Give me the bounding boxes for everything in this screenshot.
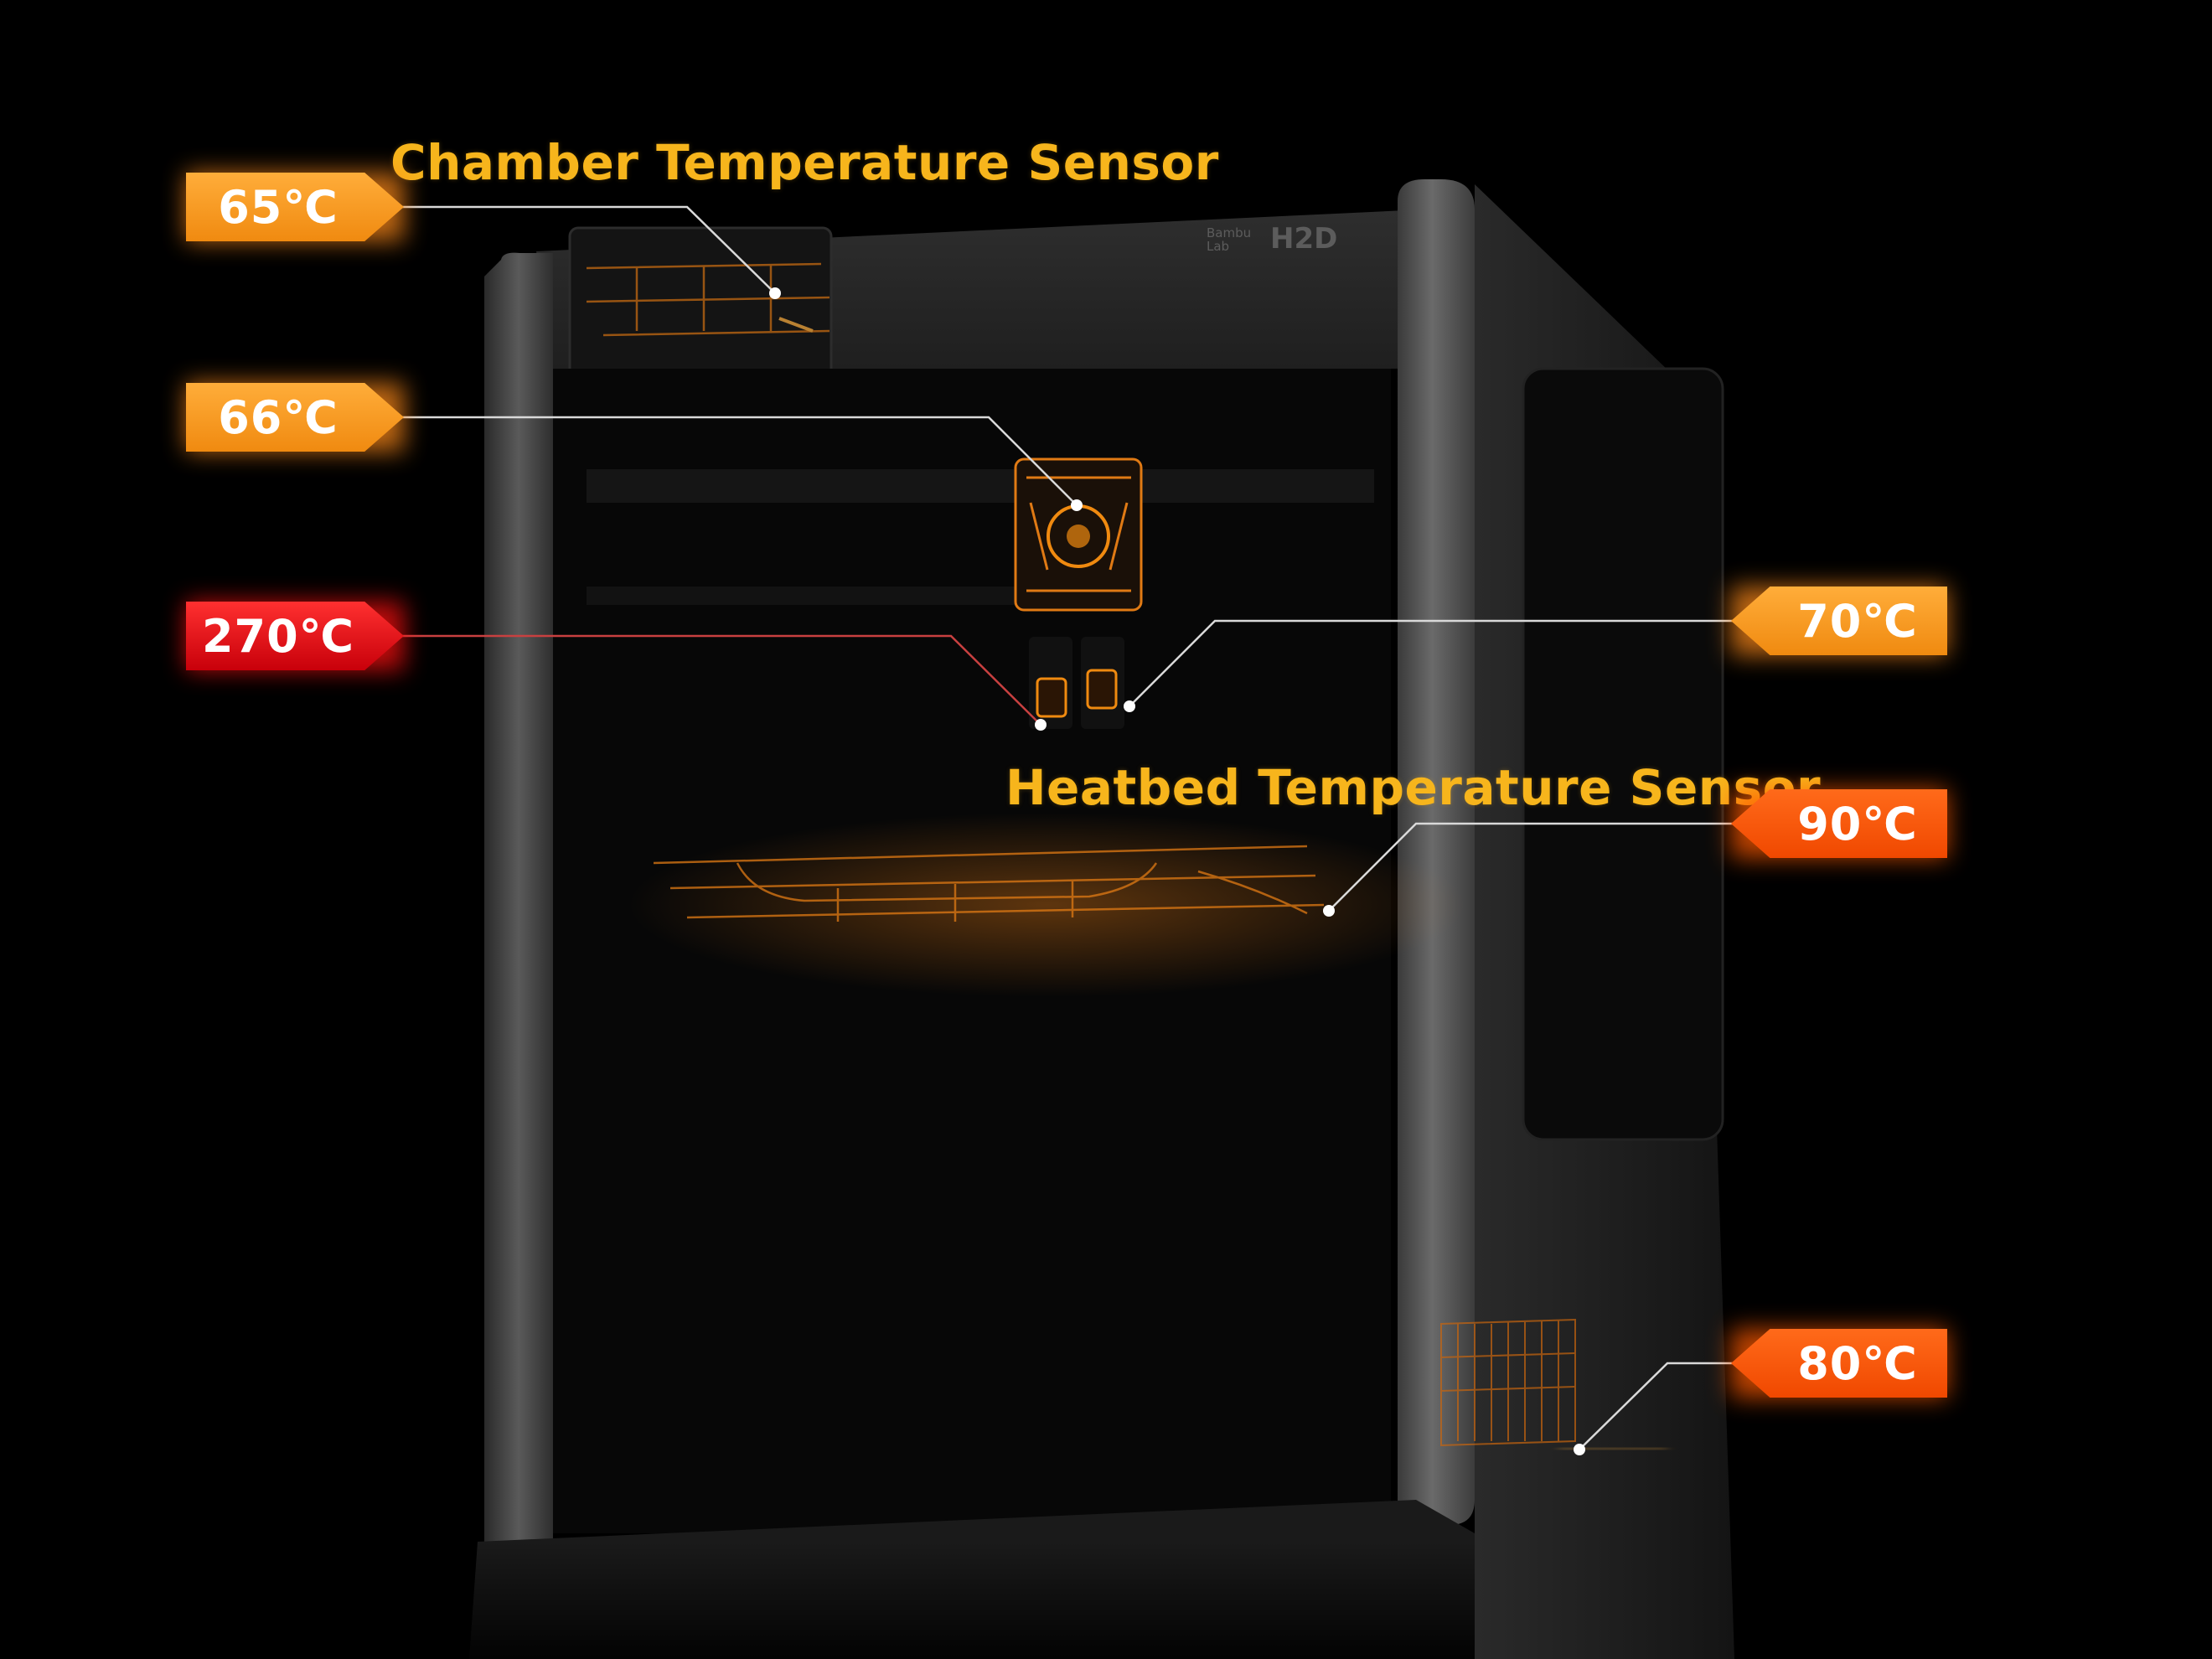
heatbed-sensor-title: Heatbed Temperature Sensor xyxy=(1005,759,1822,816)
left-pillar xyxy=(484,252,553,1543)
temp-tag-nozzle-right: 70℃ xyxy=(1731,587,1947,655)
leader-lines xyxy=(398,205,1733,1450)
side-window xyxy=(1522,367,1724,1141)
sensor-dot xyxy=(1323,905,1335,917)
sensor-dot xyxy=(1035,719,1047,731)
brand-logo: Bambu Lab H2D xyxy=(1207,222,1337,256)
sensor-dot xyxy=(1574,1444,1585,1455)
svg-text:Lab: Lab xyxy=(1207,239,1229,254)
temp-tag-heatbed: 90℃ xyxy=(1731,789,1947,858)
chamber-circuit xyxy=(586,262,830,337)
temp-tag-nozzle-left: 270℃ xyxy=(186,602,404,670)
sensor-dot xyxy=(769,287,781,299)
right-pillar xyxy=(1398,179,1475,1525)
heater-grid xyxy=(1440,1318,1576,1447)
leader-line-80 xyxy=(1579,1362,1733,1450)
sensor-dot xyxy=(1071,499,1083,511)
leader-line-70 xyxy=(1129,619,1733,707)
sensor-dots xyxy=(769,287,1585,1455)
svg-text:H2D: H2D xyxy=(1270,222,1337,256)
temp-tag-toolhead: 66℃ xyxy=(186,383,404,452)
leader-line-66 xyxy=(398,416,1078,506)
temp-tag-heater: 80℃ xyxy=(1731,1329,1947,1398)
temp-tag-chamber: 65℃ xyxy=(186,173,404,241)
leader-line-270 xyxy=(398,634,1041,726)
sensor-dot xyxy=(1124,700,1135,712)
svg-text:Bambu: Bambu xyxy=(1207,225,1251,240)
chamber-sensor-title: Chamber Temperature Sensor xyxy=(390,134,1219,191)
gantry xyxy=(587,469,1374,503)
leader-line-65 xyxy=(398,205,776,294)
leader-line-90 xyxy=(1328,822,1733,912)
toolhead xyxy=(1014,457,1143,729)
heatbed-circuit xyxy=(653,845,1325,922)
